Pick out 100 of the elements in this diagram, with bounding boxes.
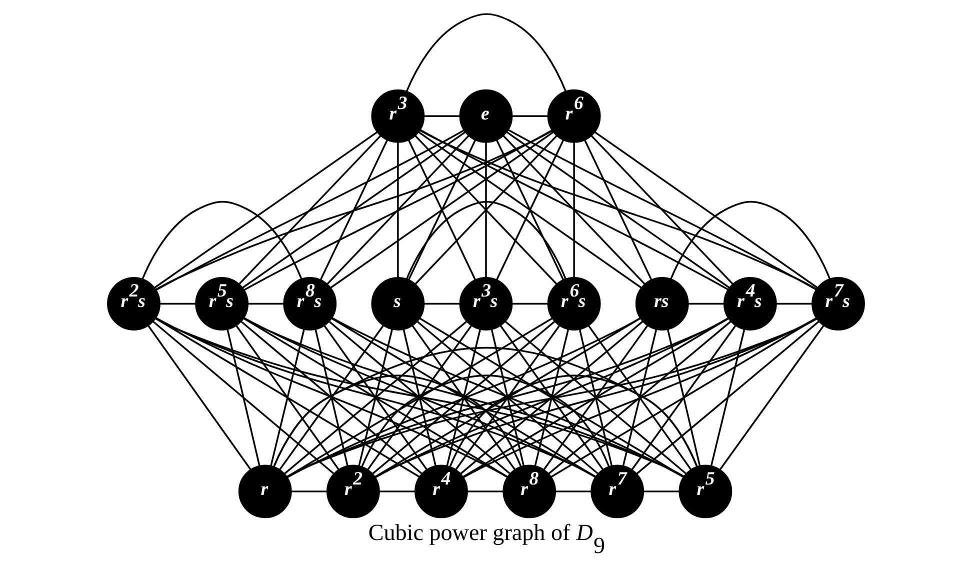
connector xyxy=(446,329,481,466)
connector xyxy=(154,131,378,289)
connector xyxy=(506,131,730,289)
connector xyxy=(418,131,642,289)
connector xyxy=(236,325,340,470)
connector xyxy=(578,329,613,466)
connector xyxy=(324,325,428,470)
connector xyxy=(155,130,553,290)
connector xyxy=(243,317,508,478)
connector xyxy=(416,320,598,474)
connector xyxy=(314,329,348,466)
connector xyxy=(406,13,566,92)
connector xyxy=(462,317,729,478)
connector xyxy=(397,142,399,278)
connector xyxy=(142,200,302,280)
connector xyxy=(374,317,641,478)
connector xyxy=(670,200,831,280)
connector xyxy=(379,490,416,492)
connector xyxy=(550,317,817,478)
connector xyxy=(776,302,812,305)
connector xyxy=(270,329,305,466)
connector xyxy=(414,135,558,285)
connector xyxy=(248,302,284,305)
connector xyxy=(455,325,560,470)
connector xyxy=(467,490,504,492)
connector xyxy=(286,317,553,478)
connector xyxy=(226,329,260,466)
connector xyxy=(244,317,596,478)
connector xyxy=(420,129,729,290)
connector xyxy=(496,139,564,280)
connector xyxy=(622,329,658,466)
connector xyxy=(512,302,548,305)
connector xyxy=(331,317,596,478)
connector xyxy=(244,129,553,291)
connector xyxy=(449,374,698,468)
connector xyxy=(424,115,460,117)
connector xyxy=(402,329,436,466)
connector xyxy=(548,320,732,474)
connector xyxy=(286,317,641,478)
connector xyxy=(284,320,468,474)
connector xyxy=(243,317,684,478)
connector xyxy=(160,302,196,305)
connector xyxy=(462,317,817,478)
connector xyxy=(424,302,460,305)
connector xyxy=(588,325,692,470)
connector xyxy=(412,325,516,470)
connector xyxy=(584,139,652,280)
connector xyxy=(688,302,724,305)
connector xyxy=(367,325,472,470)
connector xyxy=(155,317,508,478)
node-circle: rs xyxy=(635,277,689,330)
connector xyxy=(152,320,334,474)
connector xyxy=(406,200,566,280)
connector xyxy=(358,329,393,466)
connector xyxy=(242,131,466,289)
connector xyxy=(504,320,686,474)
connector xyxy=(500,325,604,470)
connector xyxy=(154,317,420,478)
connector xyxy=(534,329,570,466)
connector xyxy=(644,490,680,492)
connector xyxy=(502,135,646,285)
connector xyxy=(332,317,684,478)
connector xyxy=(594,131,818,289)
connector xyxy=(328,320,510,474)
connector xyxy=(720,325,824,470)
connector xyxy=(156,129,464,291)
connector xyxy=(573,142,575,278)
connector xyxy=(710,329,746,466)
connector xyxy=(372,320,556,474)
connector xyxy=(273,346,698,468)
connector xyxy=(590,135,734,285)
connector xyxy=(460,320,644,474)
connector xyxy=(555,490,592,492)
connector xyxy=(408,139,476,280)
connector xyxy=(286,318,818,478)
connector xyxy=(155,317,596,478)
connector xyxy=(286,318,729,478)
connector xyxy=(330,131,554,289)
connector xyxy=(361,374,610,468)
connector xyxy=(240,320,422,474)
connector xyxy=(279,325,384,470)
connector xyxy=(512,115,548,117)
connector xyxy=(238,135,382,285)
node-circle: r xyxy=(238,464,292,518)
connector xyxy=(420,130,817,290)
connector xyxy=(508,129,817,290)
connector xyxy=(374,318,818,478)
node-circle: e xyxy=(459,89,513,143)
connector xyxy=(490,329,524,466)
connector xyxy=(326,135,470,285)
connector xyxy=(666,329,701,466)
connector xyxy=(291,490,328,492)
node-circle: s xyxy=(371,277,425,330)
connector xyxy=(374,317,729,478)
connector xyxy=(543,325,648,470)
connector xyxy=(320,139,388,280)
connector xyxy=(148,325,252,470)
connector xyxy=(631,325,736,470)
connector xyxy=(636,320,820,474)
connector xyxy=(485,142,487,278)
